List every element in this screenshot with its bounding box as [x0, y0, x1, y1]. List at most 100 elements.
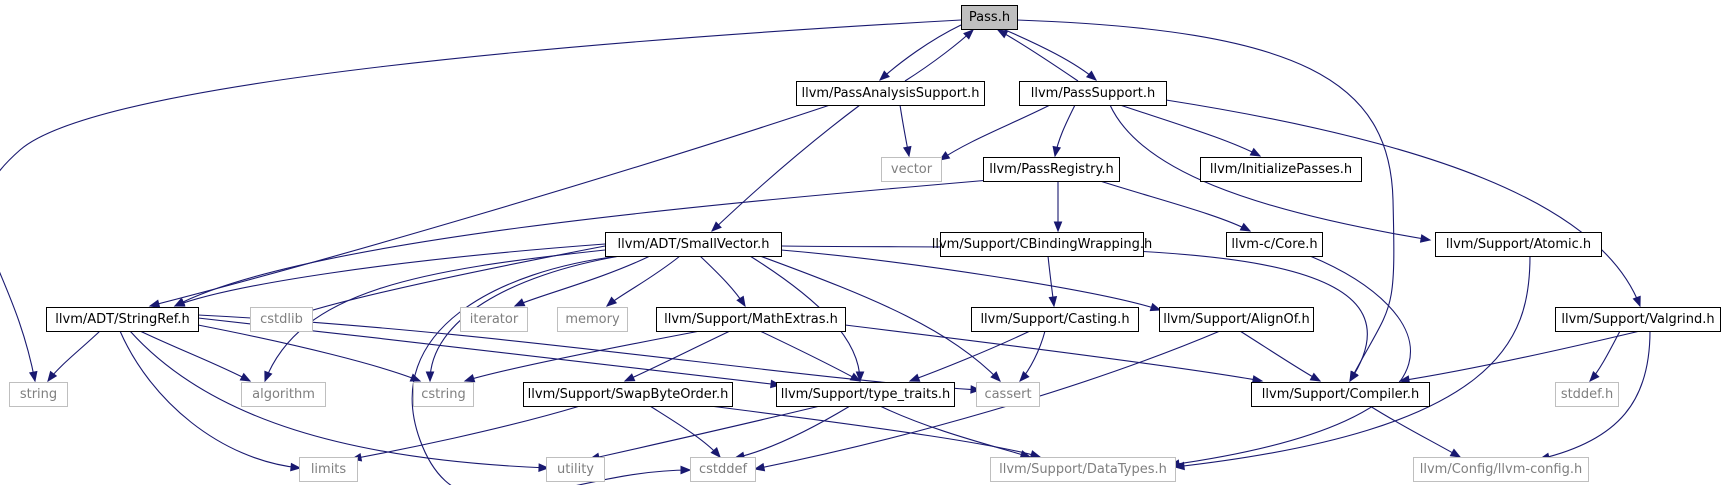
node-sref[interactable]: llvm/ADT/StringRef.h	[46, 307, 199, 332]
node-label: llvm/ADT/SmallVector.h	[618, 237, 770, 252]
node-pass[interactable]: Pass.h	[961, 5, 1018, 30]
node-box	[776, 382, 955, 407]
node-box	[546, 457, 605, 482]
node-label: algorithm	[252, 387, 315, 402]
edge-sv-to-cstring	[429, 255, 621, 382]
node-pas[interactable]: llvm/PassAnalysisSupport.h	[796, 81, 985, 106]
arrowhead-pas-to-vector	[902, 145, 912, 158]
arrowhead-valg-to-stddef	[1589, 371, 1600, 382]
node-valg[interactable]: llvm/Support/Valgrind.h	[1555, 307, 1721, 332]
edge-align-to-comp	[1239, 330, 1321, 382]
arrowhead-sv-to-algorithm	[264, 370, 273, 383]
edge-ps-to-ip	[1119, 104, 1261, 157]
edge-sv-to-sref	[174, 243, 606, 307]
node-label: llvm/Support/Compiler.h	[1262, 387, 1419, 402]
node-string: string	[9, 382, 68, 407]
nodes-layer: Pass.h llvm/PassAnalysisSupport.h llvm/Pas…	[9, 5, 1721, 482]
edge-me-to-tt	[759, 330, 861, 382]
node-core[interactable]: llvm-c/Core.h	[1226, 232, 1323, 257]
node-box	[413, 382, 474, 407]
arrowhead-sv-to-cstddef	[680, 465, 692, 475]
node-box	[1555, 307, 1721, 332]
node-atomic[interactable]: llvm/Support/Atomic.h	[1435, 232, 1602, 257]
node-box	[1159, 307, 1314, 332]
edge-sref-to-utility	[129, 330, 549, 469]
node-box	[976, 382, 1040, 407]
node-label: llvm/Config/llvm-config.h	[1420, 462, 1582, 477]
node-box	[9, 382, 68, 407]
node-cstddef: cstddef	[690, 457, 756, 482]
node-ps[interactable]: llvm/PassSupport.h	[1019, 81, 1167, 106]
node-box	[983, 157, 1120, 182]
arrowhead-pass-to-ps	[1085, 70, 1098, 81]
arrowhead-sv-to-align	[1149, 302, 1162, 312]
arrowhead-sv-to-tt	[855, 371, 865, 383]
node-label: llvm/PassRegistry.h	[989, 162, 1113, 177]
node-label: cstddef	[699, 462, 748, 477]
node-cassert: cassert	[976, 382, 1040, 407]
node-label: llvm/Support/type_traits.h	[781, 387, 951, 402]
edge-comp-to-cfg	[1369, 405, 1461, 458]
node-align[interactable]: llvm/Support/AlignOf.h	[1159, 307, 1314, 332]
node-box	[1251, 382, 1430, 407]
node-label: llvm/PassSupport.h	[1031, 86, 1156, 101]
node-box	[881, 157, 942, 182]
arrowhead-cbw-to-cast	[1048, 296, 1058, 308]
arrowhead-sref-to-cassert	[970, 385, 982, 394]
arrowhead-align-to-comp	[1309, 372, 1322, 382]
node-me[interactable]: llvm/Support/MathExtras.h	[656, 307, 846, 332]
arrowhead-ps-to-atomic	[1419, 234, 1432, 243]
edge-sv-to-memory	[606, 255, 681, 307]
node-cstdlib: cstdlib	[250, 307, 313, 332]
node-box	[1200, 157, 1362, 182]
node-label: Pass.h	[969, 10, 1010, 25]
node-box	[1555, 382, 1619, 407]
arrowhead-sref-to-string	[47, 370, 58, 383]
edge-sv-to-me	[699, 255, 746, 307]
node-box	[990, 457, 1176, 482]
arrowhead-ps-to-pass	[996, 29, 1009, 39]
node-label: llvm/Support/MathExtras.h	[664, 312, 838, 327]
arrowhead-pas-to-sv	[711, 221, 722, 232]
arrowhead-sref-to-algorithm	[239, 372, 252, 382]
edge-pass-to-ps	[1002, 28, 1097, 81]
node-label: utility	[557, 462, 594, 477]
edge-ps-to-atomic	[1109, 104, 1431, 241]
node-label: cstring	[421, 387, 465, 402]
node-preg[interactable]: llvm/PassRegistry.h	[983, 157, 1120, 182]
edge-sv-to-cassert	[759, 255, 1001, 382]
arrowhead-sv-to-me	[736, 295, 746, 308]
node-cfg: llvm/Config/llvm-config.h	[1413, 457, 1589, 482]
node-limits: limits	[299, 457, 358, 482]
node-box	[690, 457, 756, 482]
node-box	[1413, 457, 1589, 482]
node-box	[656, 307, 846, 332]
node-tt[interactable]: llvm/Support/type_traits.h	[776, 382, 955, 407]
edge-sv-to-cstddef	[411, 255, 691, 485]
node-label: llvm/Support/AlignOf.h	[1163, 312, 1310, 327]
node-memory: memory	[557, 307, 628, 332]
node-box	[1435, 232, 1602, 257]
node-ip[interactable]: llvm/InitializePasses.h	[1200, 157, 1362, 182]
edge-tt-to-utility	[589, 405, 821, 460]
node-label: iterator	[470, 312, 519, 327]
node-label: limits	[311, 462, 347, 477]
arrowhead-me-to-tt	[849, 372, 862, 382]
edge-preg-to-sref	[174, 179, 991, 307]
edge-preg-to-core	[1099, 180, 1251, 232]
edge-pas-to-pass	[904, 29, 974, 82]
node-sbo[interactable]: llvm/Support/SwapByteOrder.h	[523, 382, 733, 407]
node-cbw[interactable]: llvm/Support/CBindingWrapping.h	[932, 232, 1153, 257]
node-box	[605, 232, 782, 257]
node-box	[940, 232, 1144, 257]
node-cast[interactable]: llvm/Support/Casting.h	[971, 307, 1139, 332]
edge-pas-to-sv	[711, 104, 861, 232]
node-algorithm: algorithm	[241, 382, 326, 407]
edge-pass-to-comp	[1016, 19, 1395, 382]
arrowhead-pass-to-pas	[878, 70, 890, 81]
node-comp[interactable]: llvm/Support/Compiler.h	[1251, 382, 1430, 407]
node-label: llvm/InitializePasses.h	[1210, 162, 1352, 177]
node-sv[interactable]: llvm/ADT/SmallVector.h	[605, 232, 782, 257]
arrowhead-sv-to-cassert	[990, 371, 1001, 382]
